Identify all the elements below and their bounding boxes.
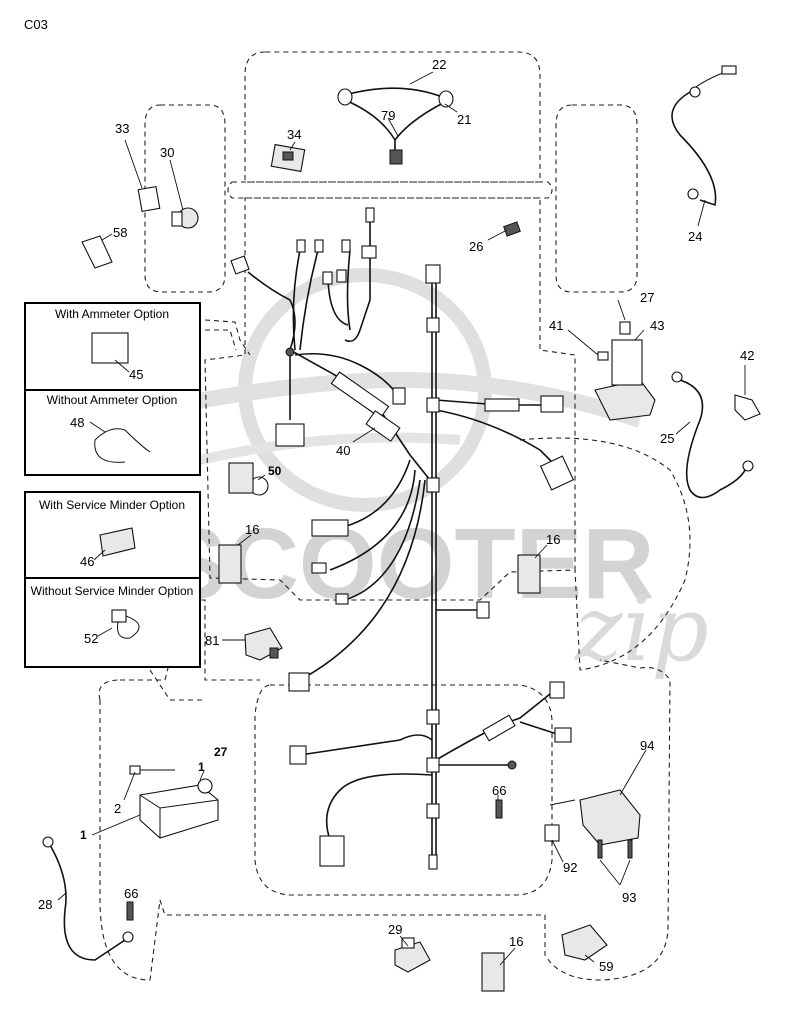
ignition-switch-part <box>270 143 306 173</box>
relay-part-50 <box>228 462 254 494</box>
callout-27-battery: 27 <box>214 745 228 759</box>
callout-21: 21 <box>457 112 471 127</box>
watermark-suffix: zip <box>574 577 709 682</box>
module-assembly-94 <box>544 789 641 859</box>
connector-16-bottom <box>481 952 505 992</box>
callout-52: 52 <box>84 631 98 646</box>
callout-66-right: 66 <box>492 783 506 798</box>
callout-28: 28 <box>38 897 52 912</box>
battery-part <box>129 765 219 839</box>
watermark: SCOOTER zip <box>148 268 709 682</box>
callout-16-right: 16 <box>546 532 560 547</box>
callout-1-battery: 1 <box>80 828 87 842</box>
callout-40: 40 <box>336 443 350 458</box>
callout-79: 79 <box>381 108 395 123</box>
ground-cable-24 <box>671 65 737 207</box>
bolt-66-left <box>126 901 134 921</box>
callout-46: 46 <box>80 554 94 569</box>
callout-33: 33 <box>115 121 129 136</box>
bolt-66-right <box>495 799 503 819</box>
callout-2: 2 <box>114 801 121 816</box>
watermark-brand: SCOOTER <box>160 508 654 620</box>
callout-22: 22 <box>432 57 446 72</box>
callout-92: 92 <box>563 860 577 875</box>
callout-30: 30 <box>160 145 174 160</box>
switch-part-29 <box>394 937 431 973</box>
connector-16-right <box>517 554 541 594</box>
callout-45: 45 <box>129 367 143 382</box>
with-service-minder-title: With Service Minder Option <box>39 498 185 512</box>
callout-94: 94 <box>640 738 654 753</box>
callout-27: 27 <box>640 290 654 305</box>
headlight-harness <box>337 87 454 165</box>
callout-43: 43 <box>650 318 664 333</box>
callout-1-top: 1 <box>198 760 205 774</box>
module-part-59 <box>561 924 608 961</box>
callout-25: 25 <box>660 431 674 446</box>
callout-93: 93 <box>622 890 636 905</box>
callout-50: 50 <box>268 464 282 478</box>
main-wiring-harness <box>230 207 575 870</box>
callout-48: 48 <box>70 415 84 430</box>
callout-41: 41 <box>549 318 563 333</box>
ammeter-option-box: With Ammeter Option Without Ammeter Opti… <box>24 302 201 476</box>
starter-solenoid <box>594 321 656 421</box>
callout-42: 42 <box>740 348 754 363</box>
callout-labels: 22 79 21 34 33 30 58 24 26 27 41 43 42 2… <box>38 57 754 974</box>
with-ammeter-title: With Ammeter Option <box>55 307 169 321</box>
connector-16-left <box>218 544 242 584</box>
callout-29: 29 <box>388 922 402 937</box>
dashed-region-outlines <box>98 51 691 981</box>
without-service-minder-title: Without Service Minder Option <box>31 584 194 598</box>
positive-cable-25 <box>671 371 761 499</box>
callout-81: 81 <box>205 633 219 648</box>
service-minder-option-box: With Service Minder Option Without Servi… <box>24 491 201 668</box>
negative-cable-28 <box>42 836 134 961</box>
callout-16-left: 16 <box>245 522 259 537</box>
leader-lines <box>57 71 746 966</box>
callout-34: 34 <box>287 127 301 142</box>
callout-66-left: 66 <box>124 886 138 901</box>
callout-26: 26 <box>469 239 483 254</box>
page-code: C03 <box>24 17 48 32</box>
relay-part-81 <box>244 627 283 661</box>
callout-24: 24 <box>688 229 702 244</box>
callout-59: 59 <box>599 959 613 974</box>
without-ammeter-title: Without Ammeter Option <box>47 393 178 407</box>
callout-58: 58 <box>113 225 127 240</box>
ignition-parts-left <box>81 185 199 269</box>
fuse-part <box>503 221 521 237</box>
callout-16-bottom: 16 <box>509 934 523 949</box>
